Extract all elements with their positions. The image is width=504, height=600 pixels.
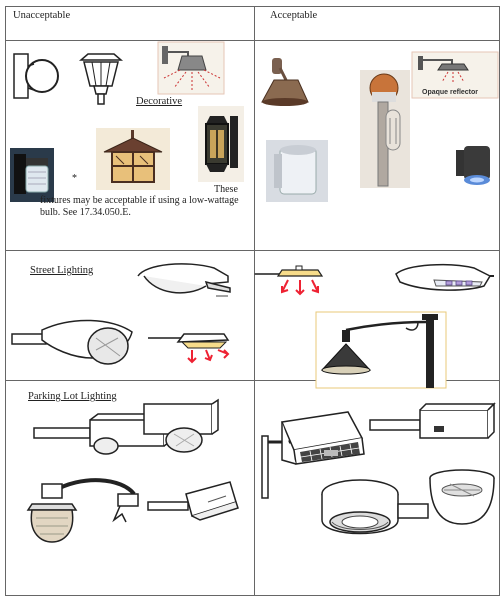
flat-shoebox-pole-light-illustration	[369, 402, 496, 439]
wall-pack-round-illustration	[13, 53, 59, 99]
note-fixtures-low-wattage: fixtures may be acceptable if using a lo…	[40, 195, 239, 218]
tilted-flood-light-illustration	[147, 481, 239, 521]
full-cutoff-cobra-head-illustration	[395, 263, 494, 291]
column-divider	[254, 7, 255, 595]
barn-area-light-illustration	[26, 478, 139, 543]
opaque-reflector-label: Opaque reflector	[422, 89, 479, 96]
section-label-street-lighting: Street Lighting	[30, 265, 94, 276]
wall-light-rays-illustration	[157, 41, 225, 95]
wall-mounted-box-light-illustration	[261, 411, 365, 499]
comparison-table	[5, 6, 500, 596]
note-these: These	[214, 184, 238, 195]
barn-shade-light-illustration	[261, 58, 309, 106]
cobra-head-drop-lens-illustration	[137, 263, 231, 297]
column-header-unacceptable: Unacceptable	[13, 10, 71, 21]
post-lantern-illustration	[78, 53, 124, 105]
hanging-lantern-illustration	[96, 128, 170, 190]
column-header-acceptable: Acceptable	[270, 10, 318, 21]
blue-lens-cylinder-illustration	[456, 146, 490, 185]
tilted-shoebox-pair-illustration	[33, 398, 219, 455]
cobra-head-globe-illustration	[11, 319, 133, 365]
row-divider-1	[6, 250, 499, 251]
jelly-jar-light-illustration	[10, 148, 54, 202]
asterisk-mark: *	[72, 173, 77, 184]
coach-lantern-illustration	[198, 106, 244, 182]
section-label-decorative: Decorative	[136, 96, 183, 107]
section-label-parking-lot-lighting: Parking Lot Lighting	[28, 391, 117, 402]
flat-lens-shoebox-illustration	[148, 333, 230, 364]
flat-glass-street-light-illustration	[254, 265, 324, 296]
header-divider	[6, 40, 499, 41]
decorative-pole-pendant-illustration	[315, 311, 447, 389]
opaque-reflector-illustration	[411, 51, 499, 99]
bollard-post-light-illustration	[360, 70, 410, 188]
cylinder-wall-light-illustration	[266, 140, 328, 202]
row-divider-2	[6, 380, 499, 381]
round-flat-lens-lights-illustration	[321, 469, 495, 535]
